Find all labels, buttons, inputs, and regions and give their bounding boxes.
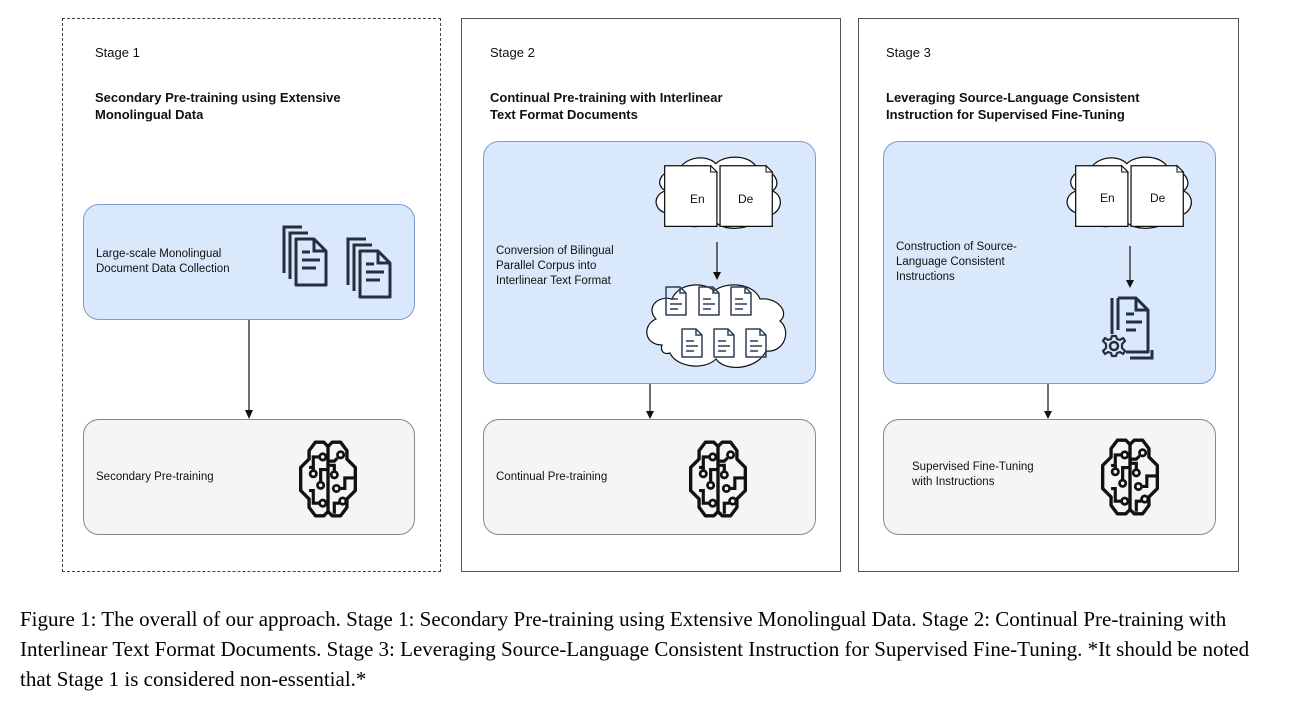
box-text-line: Parallel Corpus into	[496, 260, 597, 272]
box-text-line: Supervised Fine-Tuning	[912, 461, 1034, 473]
stage-title-line: Continual Pre-training with Interlinear	[490, 90, 723, 105]
secondary-pretraining-box: Secondary Pre-training	[83, 419, 415, 535]
document-stack-icon	[282, 225, 328, 287]
box-text: Large-scale Monolingual Document Data Co…	[96, 247, 230, 277]
flow-arrow	[1126, 246, 1134, 288]
instruction-construction-box: Construction of Source- Language Consist…	[883, 141, 1216, 384]
stage-3-panel: Stage 3 Leveraging Source-Language Consi…	[858, 18, 1239, 572]
box-text-line: Construction of Source-	[896, 241, 1017, 253]
box-text-line: Language Consistent	[896, 256, 1005, 268]
stage-label: Stage 1	[95, 45, 140, 60]
stage-title: Leveraging Source-Language Consistent In…	[886, 89, 1140, 123]
stage-title-line: Leveraging Source-Language Consistent	[886, 90, 1140, 105]
flow-arrow	[245, 320, 253, 419]
continual-pretraining-box: Continual Pre-training	[483, 419, 816, 535]
stage-title-line: Instruction for Supervised Fine-Tuning	[886, 107, 1125, 122]
stage-label: Stage 3	[886, 45, 931, 60]
box-text: Supervised Fine-Tuning with Instructions	[912, 460, 1034, 490]
box-text-line: Instructions	[896, 271, 955, 283]
flow-arrow	[646, 384, 654, 419]
box-text-line: Large-scale Monolingual	[96, 248, 222, 260]
doc-label-en: En	[690, 192, 705, 206]
stage-title-line: Text Format Documents	[490, 107, 638, 122]
brain-circuit-icon	[688, 440, 748, 518]
stage-1-panel: Stage 1 Secondary Pre-training using Ext…	[62, 18, 441, 572]
box-text: Conversion of Bilingual Parallel Corpus …	[496, 244, 614, 289]
interlinear-documents-cloud-icon	[646, 284, 787, 368]
box-text-line: Conversion of Bilingual	[496, 245, 614, 257]
flow-arrow	[713, 242, 721, 280]
box-text: Continual Pre-training	[496, 471, 608, 483]
instruction-document-gear-icon	[1101, 296, 1154, 360]
stage-2-panel: Stage 2 Continual Pre-training with Inte…	[461, 18, 841, 572]
flow-arrow	[1044, 384, 1052, 419]
bilingual-corpus-cloud-icon	[655, 156, 781, 229]
box-text: Secondary Pre-training	[96, 471, 214, 483]
doc-label-de: De	[738, 192, 754, 206]
bilingual-corpus-cloud-icon	[1066, 156, 1192, 229]
stage-title-line: Secondary Pre-training using Extensive	[95, 90, 341, 105]
conversion-box: Conversion of Bilingual Parallel Corpus …	[483, 141, 816, 384]
box-text-line: Interlinear Text Format	[496, 275, 611, 287]
stage-title: Secondary Pre-training using Extensive M…	[95, 89, 341, 123]
data-collection-box: Large-scale Monolingual Document Data Co…	[83, 204, 415, 320]
stage-title-line: Monolingual Data	[95, 107, 204, 122]
brain-circuit-icon	[1100, 438, 1160, 516]
doc-label-en: En	[1100, 191, 1115, 205]
box-text-line: with Instructions	[912, 476, 995, 488]
stage-title: Continual Pre-training with Interlinear …	[490, 89, 723, 123]
supervised-fine-tuning-box: Supervised Fine-Tuning with Instructions	[883, 419, 1216, 535]
box-text: Construction of Source- Language Consist…	[896, 240, 1017, 285]
box-text-line: Document Data Collection	[96, 263, 230, 275]
stage-label: Stage 2	[490, 45, 535, 60]
document-stack-icon	[346, 237, 392, 299]
brain-circuit-icon	[298, 440, 358, 518]
figure-caption: Figure 1: The overall of our approach. S…	[20, 607, 1250, 691]
doc-label-de: De	[1150, 191, 1166, 205]
